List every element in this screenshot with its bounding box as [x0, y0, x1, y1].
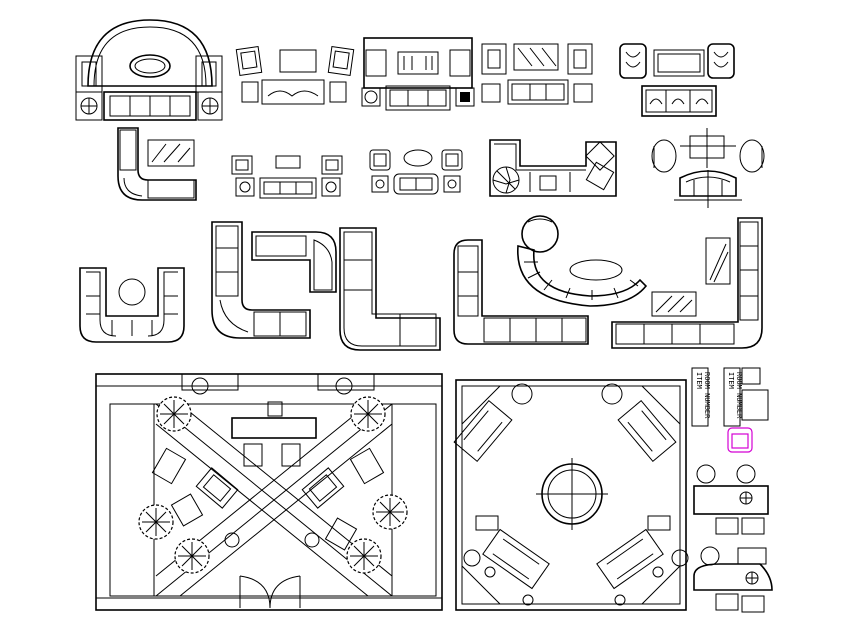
item-label-2: ITEM — [727, 372, 735, 389]
l-sofa-2 — [251, 231, 337, 293]
sectional-with-round-table — [489, 139, 617, 197]
oval-sofa-set — [75, 19, 223, 121]
u-sofa — [79, 267, 185, 343]
curved-sofa — [517, 215, 648, 307]
sofa-set-row-1 — [235, 46, 355, 105]
j-sofa — [453, 239, 589, 345]
desk-details: ITEM ROOM NUMBER ITEM ROOM NUMBER — [691, 367, 773, 613]
plant-icon — [346, 538, 382, 574]
plant-icon — [372, 494, 408, 530]
l-sofa-patterned — [339, 227, 441, 351]
sofa-set-row-3 — [481, 43, 593, 105]
corner-sofa-1 — [117, 127, 197, 201]
plant-icon — [156, 396, 192, 432]
round-table-room-plan — [453, 379, 689, 611]
plant-icon — [350, 396, 386, 432]
plant-icon — [174, 538, 210, 574]
sofa-set-row-2 — [361, 37, 475, 111]
sofa-set-row-4 — [619, 43, 735, 117]
item-label-1: ITEM — [695, 372, 703, 389]
armchair-group — [651, 128, 765, 208]
room-number-label-1: ROOM NUMBER — [703, 372, 711, 419]
office-plan — [95, 373, 443, 611]
room-number-label-2: ROOM NUMBER — [735, 372, 743, 419]
l-sofa-1 — [211, 221, 311, 339]
long-corner-sofa — [611, 217, 763, 349]
sofa-group-2 — [369, 149, 463, 195]
sofa-group-1 — [231, 155, 343, 199]
plant-icon — [138, 504, 174, 540]
magenta-chair — [727, 427, 753, 453]
